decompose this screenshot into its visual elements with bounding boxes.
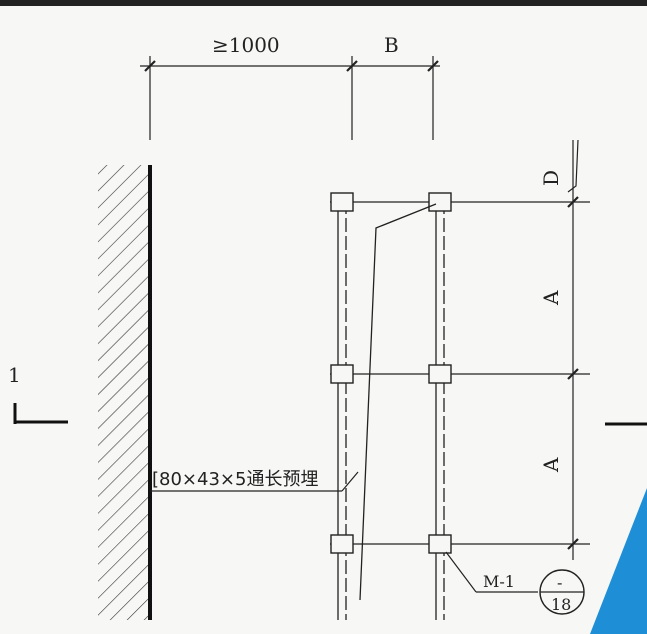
right-dimension (476, 139, 590, 560)
dim-top-left: ≥1000 (212, 33, 280, 57)
corner-accent (590, 488, 647, 634)
embed-leader (150, 471, 359, 492)
detail-ref-bottom: 18 (551, 595, 571, 614)
top-border (0, 0, 647, 6)
embed-label: [80×43×5通长预埋 (152, 469, 318, 490)
dim-top-right: B (384, 33, 399, 57)
wall (98, 165, 152, 620)
top-dimension (140, 56, 440, 140)
member-leader (445, 551, 538, 593)
dim-right-a2: A (539, 457, 563, 473)
section-mark-left (13, 403, 68, 424)
member-label: M-1 (483, 572, 515, 591)
diagonal-brace (359, 203, 437, 601)
post-right (435, 200, 445, 620)
detail-ref-top: - (557, 573, 562, 592)
post-left (337, 200, 347, 620)
detail-reference (539, 569, 585, 615)
section-mark-number: 1 (8, 363, 21, 387)
connection-plates (330, 192, 452, 554)
dim-right-d: D (539, 170, 563, 186)
dim-right-a1: A (539, 290, 563, 306)
